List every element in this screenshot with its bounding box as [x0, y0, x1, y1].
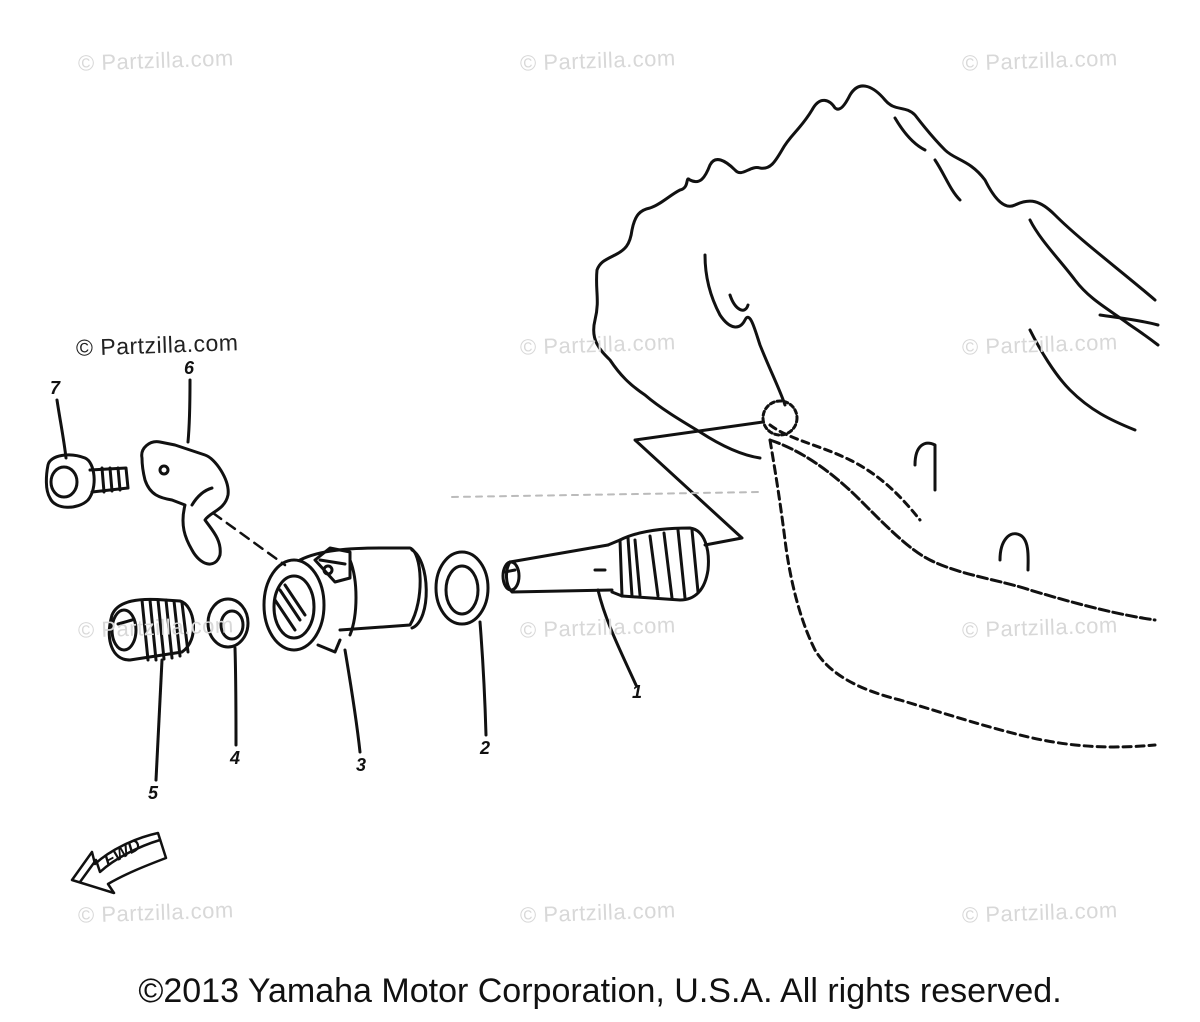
- leader-lines: [55, 378, 638, 782]
- part-1-gear-shaft: [501, 526, 710, 602]
- watermark: © Partzilla.com: [961, 329, 1119, 360]
- callout-2: 2: [480, 738, 491, 758]
- callout-6: 6: [184, 358, 195, 378]
- copyright-notice: ©2013 Yamaha Motor Corporation, U.S.A. A…: [138, 972, 1062, 1010]
- location-bracket: [633, 420, 765, 547]
- part-4-washer: [206, 597, 250, 649]
- callout-4: 4: [230, 748, 241, 768]
- callout-5: 5: [148, 783, 159, 803]
- watermark: © Partzilla.com: [961, 45, 1119, 76]
- watermark: © Partzilla.com: [77, 612, 235, 643]
- part-5-plug: [107, 597, 196, 662]
- watermark: © Partzilla.com: [961, 897, 1119, 928]
- forward-arrow-icon: [70, 831, 168, 895]
- watermark: © Partzilla.com: [961, 612, 1119, 643]
- watermark: © Partzilla.com: [519, 45, 677, 76]
- watermark: © Partzilla.com: [75, 329, 239, 361]
- engine-case: [592, 84, 1160, 749]
- callout-7: 7: [50, 378, 61, 398]
- part-3-housing: [262, 546, 428, 654]
- callout-3: 3: [356, 755, 367, 775]
- part-7-screw: [44, 453, 130, 509]
- callout-1: 1: [632, 682, 643, 702]
- part-6-plate: [140, 440, 230, 566]
- assembly-centerline: [211, 511, 287, 567]
- watermark: © Partzilla.com: [519, 897, 677, 928]
- part-2-oil-seal: [434, 550, 490, 626]
- gear-centerline: [451, 491, 761, 498]
- watermark: © Partzilla.com: [519, 329, 677, 360]
- watermark: © Partzilla.com: [519, 612, 677, 643]
- watermark: © Partzilla.com: [77, 897, 235, 928]
- watermark: © Partzilla.com: [77, 45, 235, 76]
